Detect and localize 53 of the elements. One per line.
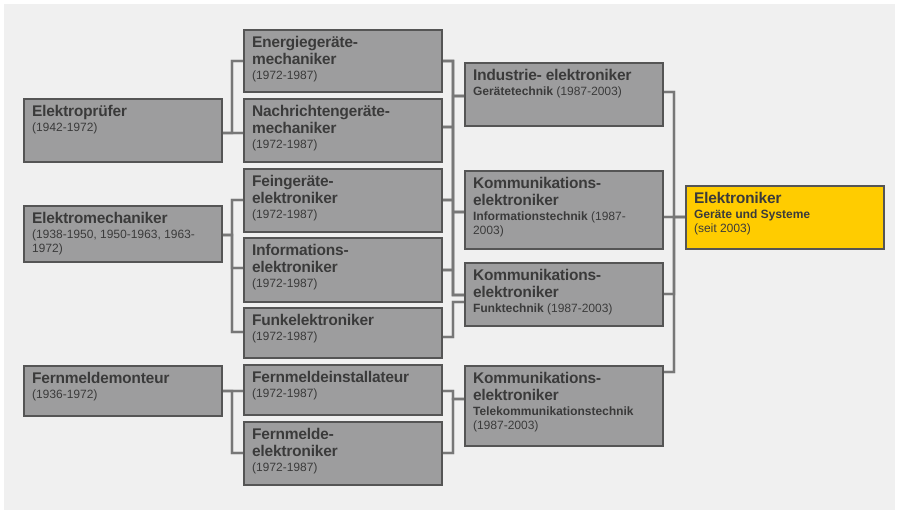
- node-box: [243, 421, 443, 486]
- node-box: [243, 307, 443, 359]
- node-title: Fernmeldeinstallateur: [252, 369, 410, 386]
- node-subtitle: Funktechnik (1987-2003): [473, 301, 614, 315]
- node-subtitle: (1972-1987): [252, 137, 318, 151]
- connector-line: [443, 300, 464, 338]
- node-title: Industrie- elektroniker: [473, 67, 632, 84]
- node-title: Elektroprüfer: [32, 103, 128, 120]
- node-box: [243, 237, 443, 303]
- node-box: [464, 365, 664, 447]
- node-subtitle: (1972-1987): [252, 276, 318, 290]
- node-title: Fernmeldemonteur: [32, 370, 170, 387]
- connector-line: [664, 216, 685, 374]
- node-title: Kommunikations- elektroniker: [473, 370, 602, 404]
- node-subtitle: (1972-1987): [252, 460, 318, 474]
- node-title: Fernmelde- elektroniker: [252, 426, 338, 460]
- node-box: [23, 205, 223, 263]
- node-title: Elektromechaniker: [32, 210, 168, 227]
- node-box: [23, 365, 223, 417]
- node-subtitle: (1942-1972): [32, 120, 98, 134]
- node-box: [243, 98, 443, 163]
- connector-line: [443, 268, 464, 296]
- node-subtitle: Geräte und Systeme: [694, 207, 812, 221]
- node-box: [243, 168, 443, 233]
- node-subtitle: Informationstechnik (1987-2003): [473, 209, 627, 237]
- node-box: [464, 262, 664, 327]
- node-title: Funkelektroniker: [252, 312, 375, 329]
- connector-line: [223, 390, 243, 454]
- node-title: Elektroniker: [694, 190, 782, 207]
- node-box: [685, 185, 885, 250]
- node-title: Nachrichtengeräte- mechaniker: [252, 103, 391, 137]
- node-title: Informations- elektroniker: [252, 242, 350, 276]
- connector-line: [223, 234, 243, 334]
- node-subtitle: (seit 2003): [694, 221, 752, 235]
- connector-line: [443, 398, 464, 454]
- node-title: Feingeräte- elektroniker: [252, 173, 338, 207]
- node-box: [23, 98, 223, 163]
- node-subtitle: (1972-1987): [252, 329, 318, 343]
- node-subtitle: (1972-1987): [252, 207, 318, 221]
- node-box: [243, 29, 443, 93]
- node-subtitle: (1938-1950, 1950-1963, 1963-1972): [32, 227, 196, 255]
- node-box: [464, 62, 664, 127]
- node-title: Energiegeräte- mechaniker: [252, 34, 359, 68]
- node-title: Kommunikations- elektroniker: [473, 175, 602, 209]
- node-subtitle: (1972-1987): [252, 386, 318, 400]
- node-subtitle: (1936-1972): [32, 387, 98, 401]
- node-subtitle: Gerätetechnik (1987-2003): [473, 84, 623, 98]
- connector-line: [223, 132, 243, 134]
- node-subtitle: (1972-1987): [252, 68, 318, 82]
- node-title: Kommunikations- elektroniker: [473, 267, 602, 301]
- node-box: [464, 170, 664, 250]
- node-box: [243, 364, 443, 416]
- node-subtitle: Telekommunikationstechnik (1987-2003): [473, 404, 634, 432]
